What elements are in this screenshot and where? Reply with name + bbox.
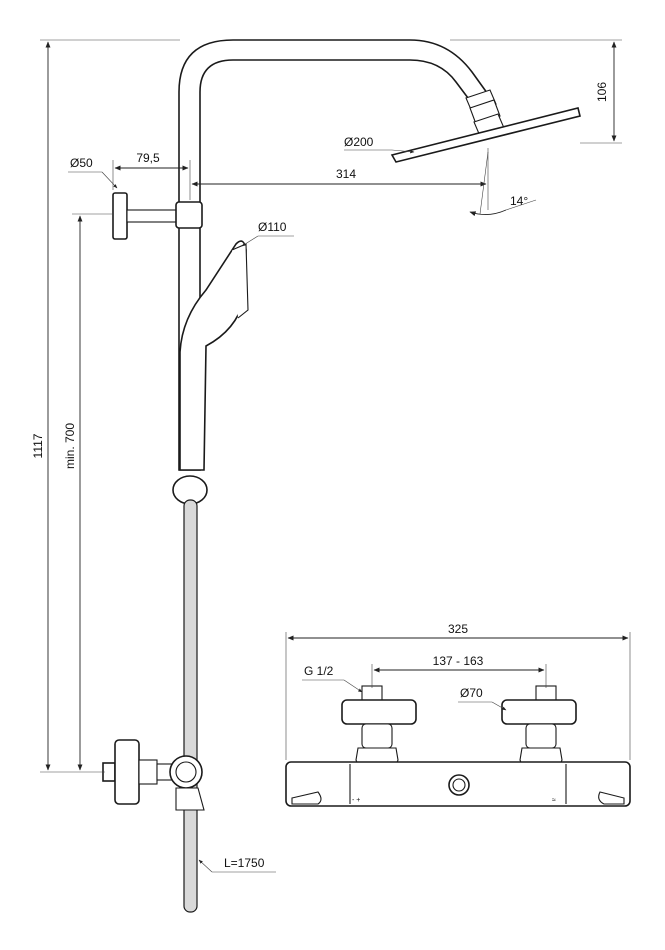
dim-head-angle: 14° [510, 194, 528, 208]
head-connector [465, 89, 505, 137]
hand-shower-face [231, 243, 249, 319]
bottom-diverter [102, 739, 205, 811]
mixer-dimensions: 325 137 - 163 G 1/2 Ø70 [285, 622, 631, 760]
right-handle-grip [598, 791, 625, 805]
dim-bracket-diameter: Ø50 [70, 156, 93, 170]
dim-escutcheon-diameter: Ø70 [460, 686, 483, 700]
wall-bracket [112, 192, 203, 240]
riser-pipe [178, 39, 492, 471]
left-escutcheon [341, 699, 417, 725]
dim-head-diameter: Ø200 [344, 135, 374, 149]
dim-min-height: min. 700 [63, 423, 77, 469]
dim-head-height: 106 [595, 82, 609, 102]
column-dimensions: 1117 min. 700 106 Ø200 314 14° Ø50 79,5 [31, 39, 622, 873]
dim-arm-reach: 314 [336, 167, 356, 181]
flow-marking-icon: ≈ [552, 797, 556, 804]
center-button-inner [452, 778, 466, 792]
dim-hand-shower-diameter: Ø110 [258, 220, 287, 234]
right-escutcheon [501, 699, 577, 725]
dim-inlet-spacing: 137 - 163 [433, 654, 484, 668]
dim-hose-length: L=1750 [224, 856, 265, 870]
thermostatic-mixer: - + ≈ [285, 685, 631, 807]
shower-column [102, 39, 581, 913]
dim-connection-size: G 1/2 [304, 664, 334, 678]
dim-bracket-offset: 79,5 [136, 151, 160, 165]
dim-total-height: 1117 [31, 433, 45, 458]
overhead-shower-head [390, 107, 581, 163]
left-handle-grip [291, 791, 322, 805]
temp-marking-icon: - + [352, 797, 360, 804]
shower-hose [183, 499, 198, 913]
dim-mixer-width: 325 [448, 622, 468, 636]
hand-shower [179, 240, 247, 471]
